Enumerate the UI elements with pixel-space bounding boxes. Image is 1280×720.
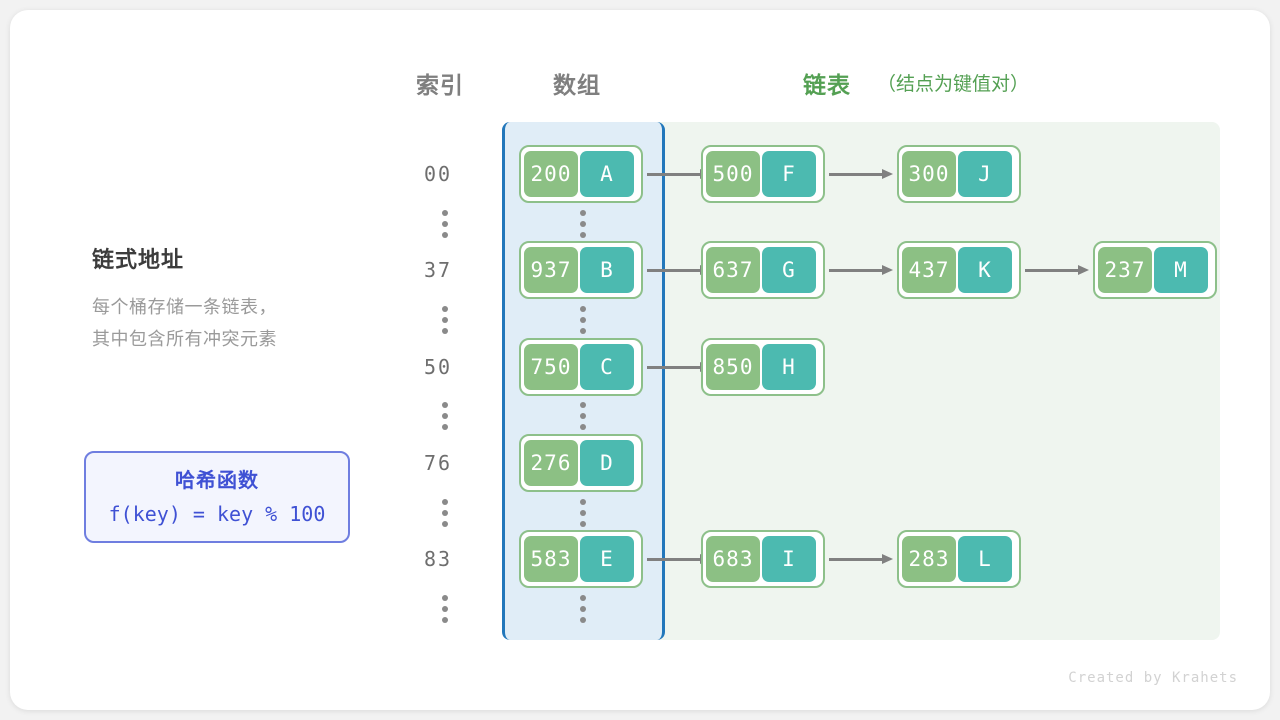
- bucket-index-label: 76: [424, 451, 453, 475]
- node-value-cell: I: [762, 536, 816, 582]
- index-column-ellipsis: [442, 402, 450, 435]
- node-key-cell: 437: [902, 247, 956, 293]
- concept-description-line1: 每个桶存储一条链表，: [92, 297, 277, 317]
- node-value-cell: F: [762, 151, 816, 197]
- node-value-cell: J: [958, 151, 1012, 197]
- index-column-ellipsis: [442, 306, 450, 339]
- node-value-cell: E: [580, 536, 634, 582]
- node-value-cell: D: [580, 440, 634, 486]
- array-column-ellipsis: [580, 210, 588, 243]
- next-pointer-arrow: [1025, 265, 1089, 275]
- node-key-cell: 583: [524, 536, 578, 582]
- node-key-cell: 937: [524, 247, 578, 293]
- node-value-cell: B: [580, 247, 634, 293]
- index-column-ellipsis: [442, 210, 450, 243]
- node-value-cell: G: [762, 247, 816, 293]
- node-key-cell: 500: [706, 151, 760, 197]
- node-value-cell: H: [762, 344, 816, 390]
- node-key-cell: 750: [524, 344, 578, 390]
- node-value-cell: L: [958, 536, 1012, 582]
- node-value-cell: C: [580, 344, 634, 390]
- hash-function-box: 哈希函数 f(key) = key % 100: [84, 451, 350, 543]
- footer-credit: Created by Krahets: [1068, 670, 1238, 686]
- index-column-ellipsis: [442, 499, 450, 532]
- array-column-ellipsis: [580, 306, 588, 339]
- diagram-card: 索引 数组 链表 （结点为键值对） 链式地址 每个桶存储一条链表， 其中包含所有…: [10, 10, 1270, 710]
- node-value-cell: M: [1154, 247, 1208, 293]
- bucket-index-label: 83: [424, 547, 453, 571]
- bucket-index-label: 37: [424, 258, 453, 282]
- array-column-ellipsis: [580, 499, 588, 532]
- array-column-ellipsis: [580, 595, 588, 628]
- node-key-cell: 276: [524, 440, 578, 486]
- array-column-ellipsis: [580, 402, 588, 435]
- concept-description-line2: 其中包含所有冲突元素: [92, 329, 277, 349]
- hash-function-title: 哈希函数: [175, 470, 259, 492]
- concept-title: 链式地址: [92, 247, 185, 272]
- bucket-index-label: 50: [424, 355, 453, 379]
- node-key-cell: 300: [902, 151, 956, 197]
- node-value-cell: A: [580, 151, 634, 197]
- bucket-index-label: 00: [424, 162, 453, 186]
- linked-list-region: [570, 122, 1220, 640]
- node-key-cell: 200: [524, 151, 578, 197]
- next-pointer-arrow: [829, 169, 893, 179]
- hash-function-formula: f(key) = key % 100: [108, 502, 326, 526]
- next-pointer-arrow: [829, 265, 893, 275]
- next-pointer-arrow: [829, 554, 893, 564]
- node-key-cell: 637: [706, 247, 760, 293]
- concept-description: 每个桶存储一条链表， 其中包含所有冲突元素: [92, 291, 277, 355]
- header-linked-list-note: （结点为键值对）: [877, 74, 1030, 95]
- node-key-cell: 237: [1098, 247, 1152, 293]
- index-column-ellipsis: [442, 595, 450, 628]
- header-linked-list: 链表: [803, 72, 851, 98]
- node-key-cell: 850: [706, 344, 760, 390]
- header-array: 数组: [553, 72, 601, 98]
- node-key-cell: 683: [706, 536, 760, 582]
- header-index: 索引: [416, 72, 464, 98]
- node-value-cell: K: [958, 247, 1012, 293]
- node-key-cell: 283: [902, 536, 956, 582]
